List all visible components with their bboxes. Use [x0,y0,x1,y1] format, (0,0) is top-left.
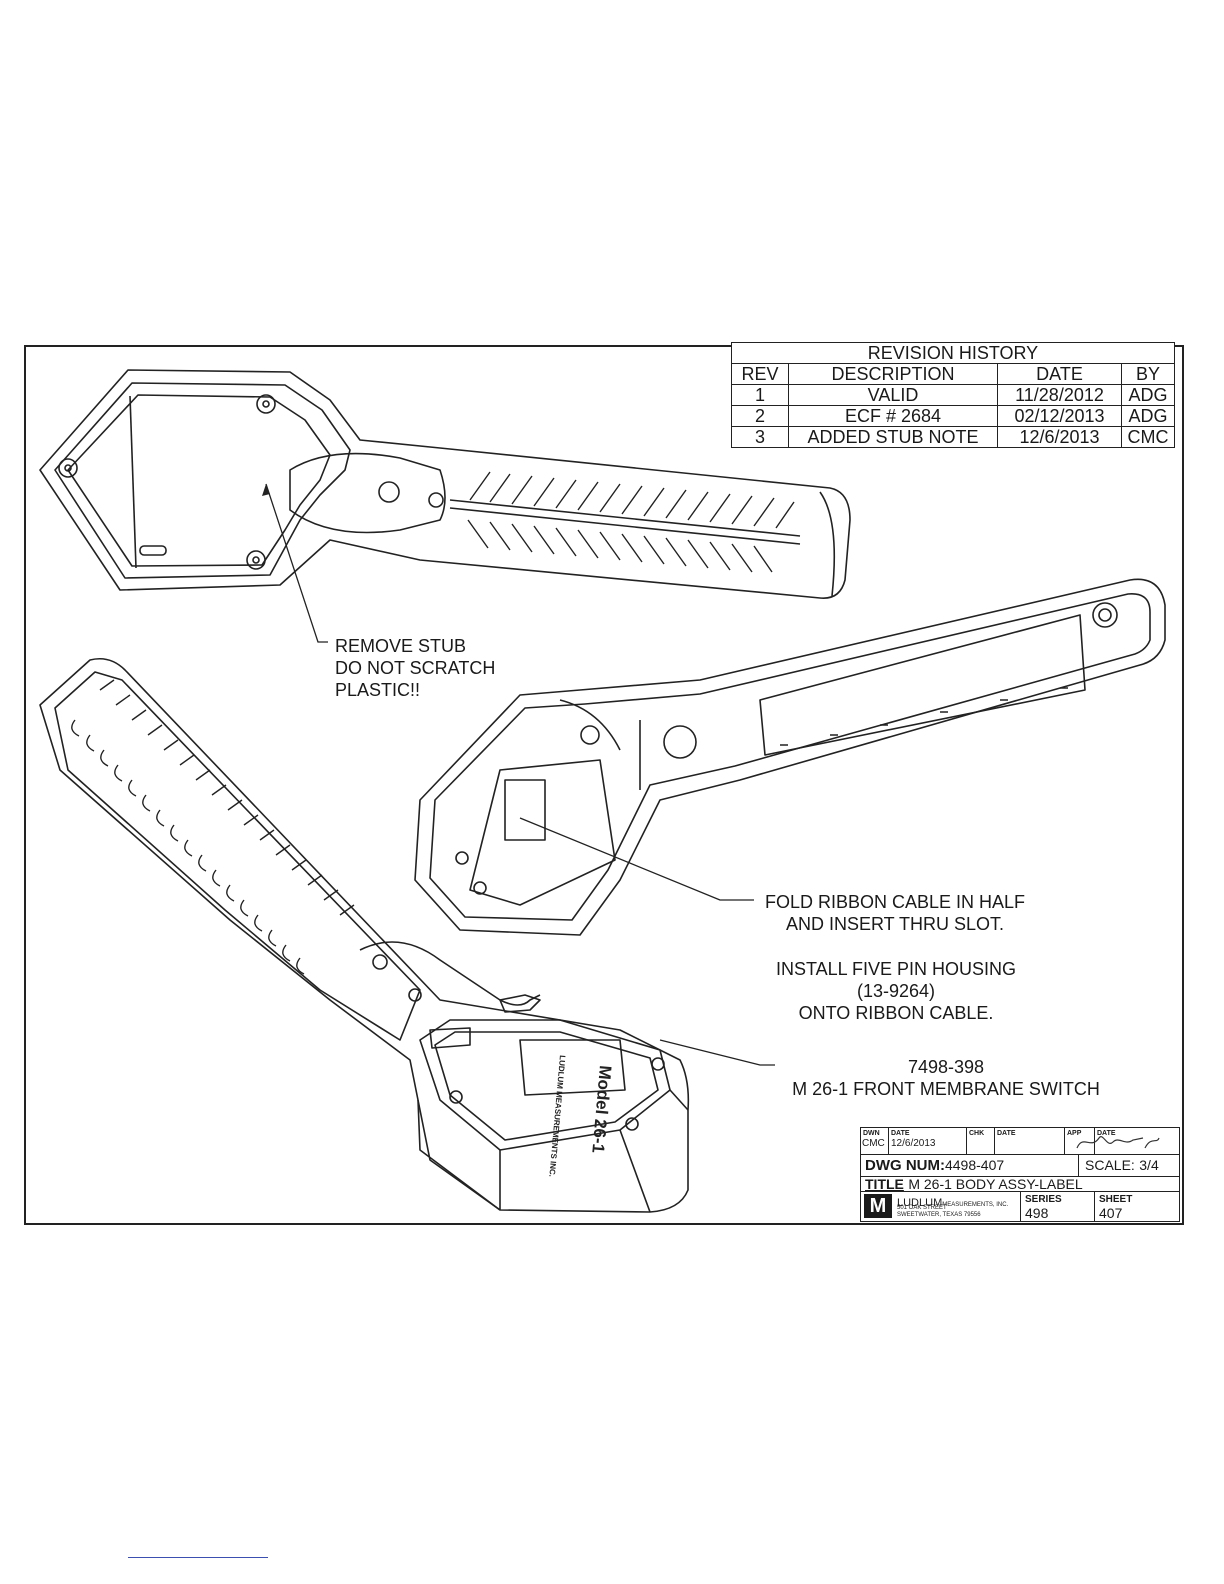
col-date: DATE [997,363,1122,385]
stub-note: REMOVE STUB DO NOT SCRATCH PLASTIC!! [335,635,495,701]
dwg-num-value: 4498-407 [944,1157,1005,1173]
front-housing-label-view [39,657,690,1213]
revision-history-title: REVISION HISTORY [731,342,1175,364]
switch-note-line: 7498-398 [907,1057,985,1077]
stub-note-line: DO NOT SCRATCH [335,658,496,678]
chk-date-label: DATE [997,1130,1016,1137]
app-cell: APP [1065,1128,1095,1154]
drawing-frame [24,345,1184,1225]
footer-rule [128,1557,268,1558]
switch-note-line: M 26-1 FRONT MEMBRANE SWITCH [792,1079,1100,1099]
address-line: SWEETWATER, TEXAS 79556 [897,1212,981,1218]
date-cell: 02/12/2013 [997,405,1122,427]
date-cell: DATE 12/6/2013 [889,1128,967,1154]
pin-housing-note: INSTALL FIVE PIN HOUSING (13-9264) ONTO … [756,958,1036,1024]
dwn-value: CMC [862,1138,885,1149]
by-cell: CMC [1121,426,1175,448]
front-housing-grip-ribs [71,679,355,975]
housing-note-line: INSTALL FIVE PIN HOUSING [775,959,1017,979]
chk-cell: CHK [967,1128,995,1154]
rev-cell: 2 [731,405,789,427]
dwn-label: DWN [863,1130,880,1137]
series-cell: SERIES 498 [1021,1192,1095,1221]
address-line: 501 OAK STREET [897,1205,947,1211]
maker-label: LUDLUM MEASUREMENTS INC. [547,1055,567,1178]
scale-label: SCALE: [1085,1157,1135,1173]
scale-cell: SCALE: 3/4 [1079,1154,1179,1176]
description-cell: ECF # 2684 [788,405,998,427]
description-cell: ADDED STUB NOTE [788,426,998,448]
date-cell: 12/6/2013 [997,426,1122,448]
by-cell: ADG [1121,405,1175,427]
chk-date-cell: DATE [995,1128,1065,1154]
ribbon-cable-note: FOLD RIBBON CABLE IN HALF AND INSERT THR… [755,891,1035,935]
rear-housing-grip-ribs [467,471,795,573]
col-description: DESCRIPTION [788,363,998,385]
col-rev: REV [731,363,789,385]
app-date-label: DATE [1097,1130,1116,1137]
title-value: M 26-1 BODY ASSY-LABEL [908,1176,1083,1192]
dwg-num-cell: DWG NUM:4498-407 [861,1154,1079,1176]
approval-signature [1076,1136,1160,1149]
col-by: BY [1121,363,1175,385]
revision-row: 1 VALID 11/28/2012 ADG [731,384,1175,406]
date-cell: 11/28/2012 [997,384,1122,406]
company-row: M LUDLUMMEASUREMENTS, INC. 501 OAK STREE… [861,1192,1179,1221]
series-label: SERIES [1025,1194,1062,1205]
open-shell-interior-view [414,578,1166,936]
stub-note-line: PLASTIC!! [335,680,421,700]
company-cell: M LUDLUMMEASUREMENTS, INC. 501 OAK STREE… [861,1192,1021,1221]
chk-label: CHK [969,1130,985,1137]
revision-row: 2 ECF # 2684 02/12/2013 ADG [731,405,1175,427]
app-date-cell: DATE [1095,1128,1179,1154]
sheet-value: 407 [1099,1205,1123,1221]
housing-note-line: (13-9264) [856,981,936,1001]
scale-value: 3/4 [1139,1157,1159,1173]
title-row: TITLE M 26-1 BODY ASSY-LABEL [861,1176,1179,1192]
series-value: 498 [1025,1205,1049,1221]
rev-cell: 1 [731,384,789,406]
app-label: APP [1067,1130,1082,1137]
ribbon-note-line: AND INSERT THRU SLOT. [785,914,1005,934]
description-cell: VALID [788,384,998,406]
date-label: DATE [891,1130,910,1137]
dwg-num-label: DWG NUM: [865,1157,945,1174]
housing-note-line: ONTO RIBBON CABLE. [798,1003,994,1023]
rear-housing-top-view [39,369,851,599]
leader-lines [265,483,775,1066]
approval-row: DWN CMC DATE 12/6/2013 CHK DATE APP DATE [861,1128,1179,1155]
ribbon-note-line: FOLD RIBBON CABLE IN HALF [764,892,1026,912]
membrane-switch-note: 7498-398 M 26-1 FRONT MEMBRANE SWITCH [776,1056,1116,1100]
dwn-cell: DWN CMC [861,1128,889,1154]
company-name: LUDLUM [897,1197,943,1209]
dwg-num-row: DWG NUM:4498-407 SCALE: 3/4 [861,1154,1179,1177]
company-suffix: MEASUREMENTS, INC. [942,1202,1009,1208]
ludlum-logo: M [864,1194,892,1218]
stub-note-line: REMOVE STUB [335,636,467,656]
title-block: DWN CMC DATE 12/6/2013 CHK DATE APP DATE… [860,1127,1180,1222]
model-label: Model 26-1 [588,1065,615,1154]
sheet-label: SHEET [1099,1194,1133,1205]
sheet-cell: SHEET 407 [1095,1192,1179,1221]
rev-cell: 3 [731,426,789,448]
by-cell: ADG [1121,384,1175,406]
revision-row: 3 ADDED STUB NOTE 12/6/2013 CMC [731,426,1175,448]
revision-history-table: REVISION HISTORY REV DESCRIPTION DATE BY… [731,342,1175,448]
date-value: 12/6/2013 [891,1138,936,1149]
title-label: TITLE [865,1176,904,1192]
